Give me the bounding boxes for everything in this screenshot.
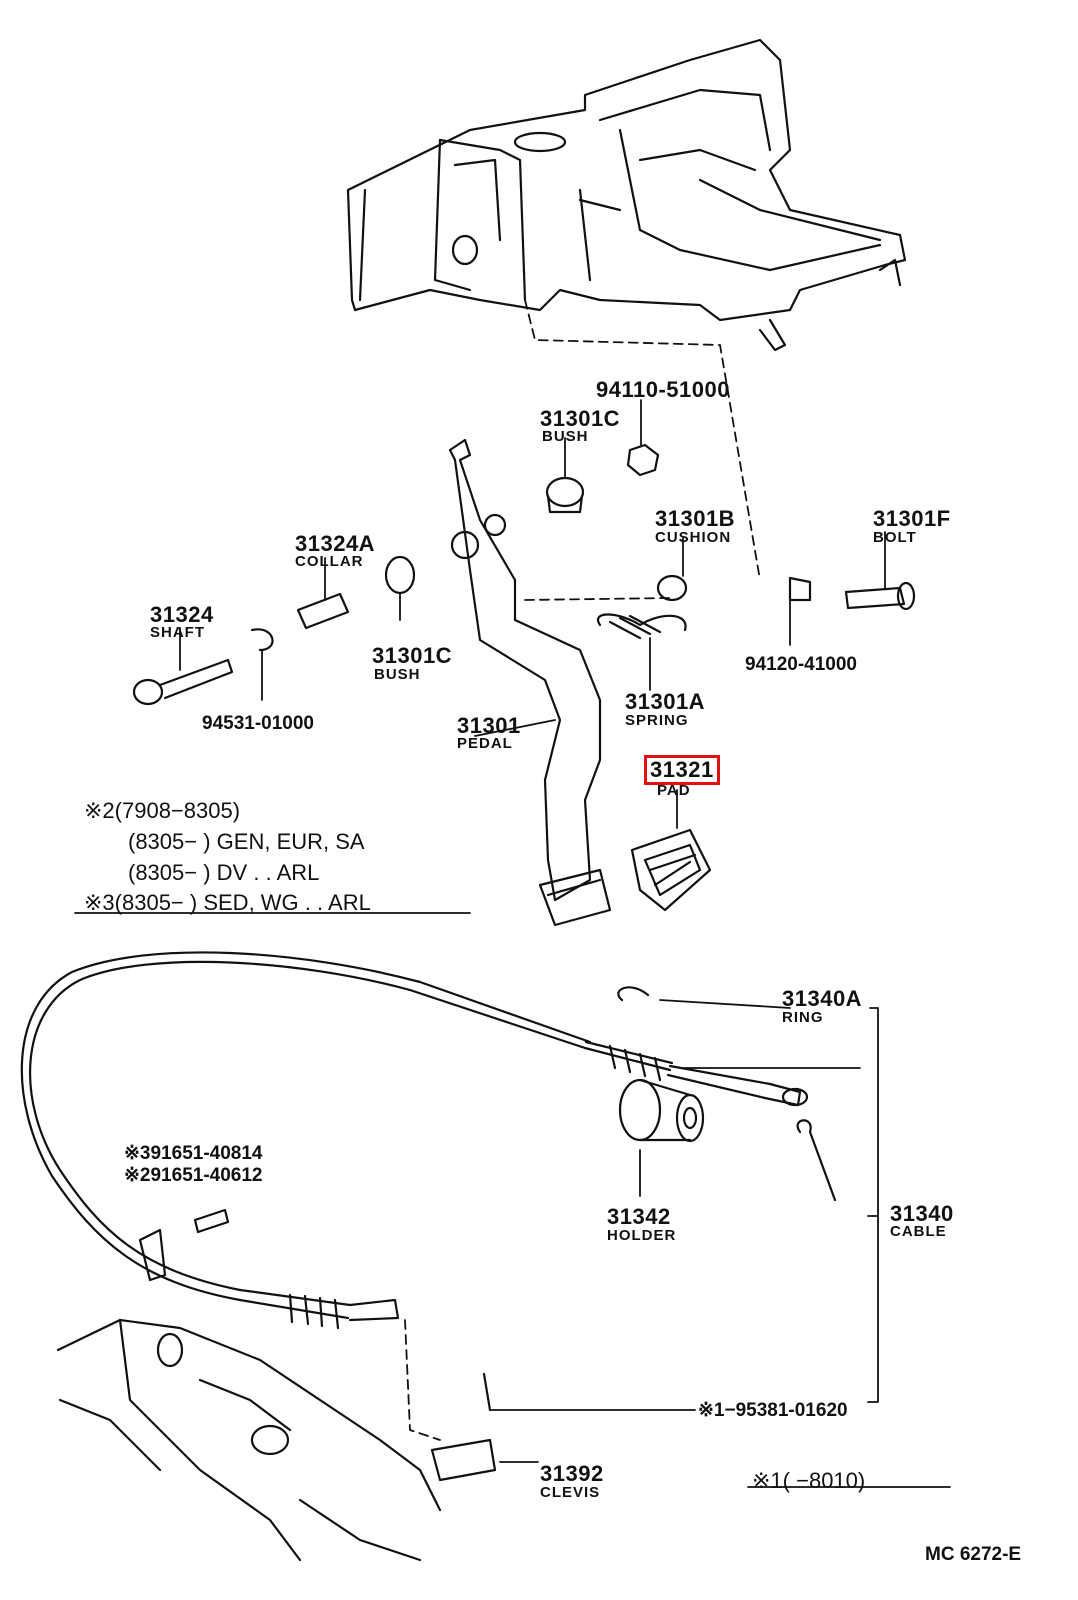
part-name-pedal: PEDAL [457, 735, 513, 752]
part-number-cushion: 31301B [655, 506, 736, 531]
clutch-cable-drawing [20, 951, 837, 1482]
part-number-holder: 31342 [607, 1204, 671, 1229]
part-number-ring: 31340A [782, 986, 863, 1011]
part-name-pad: PAD [657, 782, 691, 799]
cable-holder-drawing [618, 1078, 705, 1143]
note-3-line-1: ※3(8305− ) SED, WG . . ARL [84, 890, 371, 915]
part-number-shaft: 31324 [150, 602, 214, 627]
part-name-bush-top: BUSH [542, 428, 589, 445]
part-number-bolt-91651-40814: ※391651-40814 [124, 1143, 263, 1164]
note-2-line-3: (8305− ) DV . . ARL [128, 860, 320, 885]
part-name-bush-lower: BUSH [374, 666, 421, 683]
part-number-pedal: 31301 [457, 713, 521, 738]
figure-code: MC 6272-E [925, 1544, 1022, 1565]
part-number-bush-lower: 31301C [372, 643, 453, 668]
part-name-collar: COLLAR [295, 553, 364, 570]
part-number-94531-01000: 94531-01000 [202, 713, 314, 734]
part-name-cable: CABLE [890, 1223, 947, 1240]
part-number-bush-top: 31301C [540, 406, 621, 431]
part-number-bolt: 31301F [873, 506, 951, 531]
part-name-clevis: CLEVIS [540, 1484, 601, 1501]
part-name-cushion: CUSHION [655, 529, 732, 546]
note-1-line-1: ※1( −8010) [752, 1468, 866, 1493]
part-name-spring: SPRING [625, 712, 689, 729]
part-number-pad-highlighted[interactable]: 31321 [644, 755, 720, 785]
transmission-housing-drawing [56, 1318, 442, 1562]
part-name-ring: RING [782, 1009, 824, 1026]
part-number-clevis: 31392 [540, 1461, 604, 1486]
part-number-spring: 31301A [625, 689, 706, 714]
part-number-cable: 31340 [890, 1201, 954, 1226]
small-parts-drawing [132, 443, 916, 706]
pedal-bracket-drawing [346, 38, 907, 352]
part-name-holder: HOLDER [607, 1227, 677, 1244]
part-number-94120-41000: 94120-41000 [745, 654, 857, 675]
part-number-pin: ※1−95381-01620 [698, 1400, 848, 1421]
note-2-line-2: (8305− ) GEN, EUR, SA [128, 829, 365, 854]
part-number-collar: 31324A [295, 531, 376, 556]
part-name-bolt: BOLT [873, 529, 917, 546]
pedal-pad-drawing [630, 828, 712, 912]
part-number-bolt-91651-40612: ※291651-40612 [124, 1165, 263, 1186]
part-name-shaft: SHAFT [150, 624, 205, 641]
clutch-pedal-drawing [448, 438, 612, 927]
assembly-guide-lines [404, 299, 761, 1441]
note-2-line-1: ※2(7908−8305) [84, 798, 241, 823]
part-number-94110-51000: 94110-51000 [596, 377, 730, 402]
leader-lines [74, 399, 951, 1488]
